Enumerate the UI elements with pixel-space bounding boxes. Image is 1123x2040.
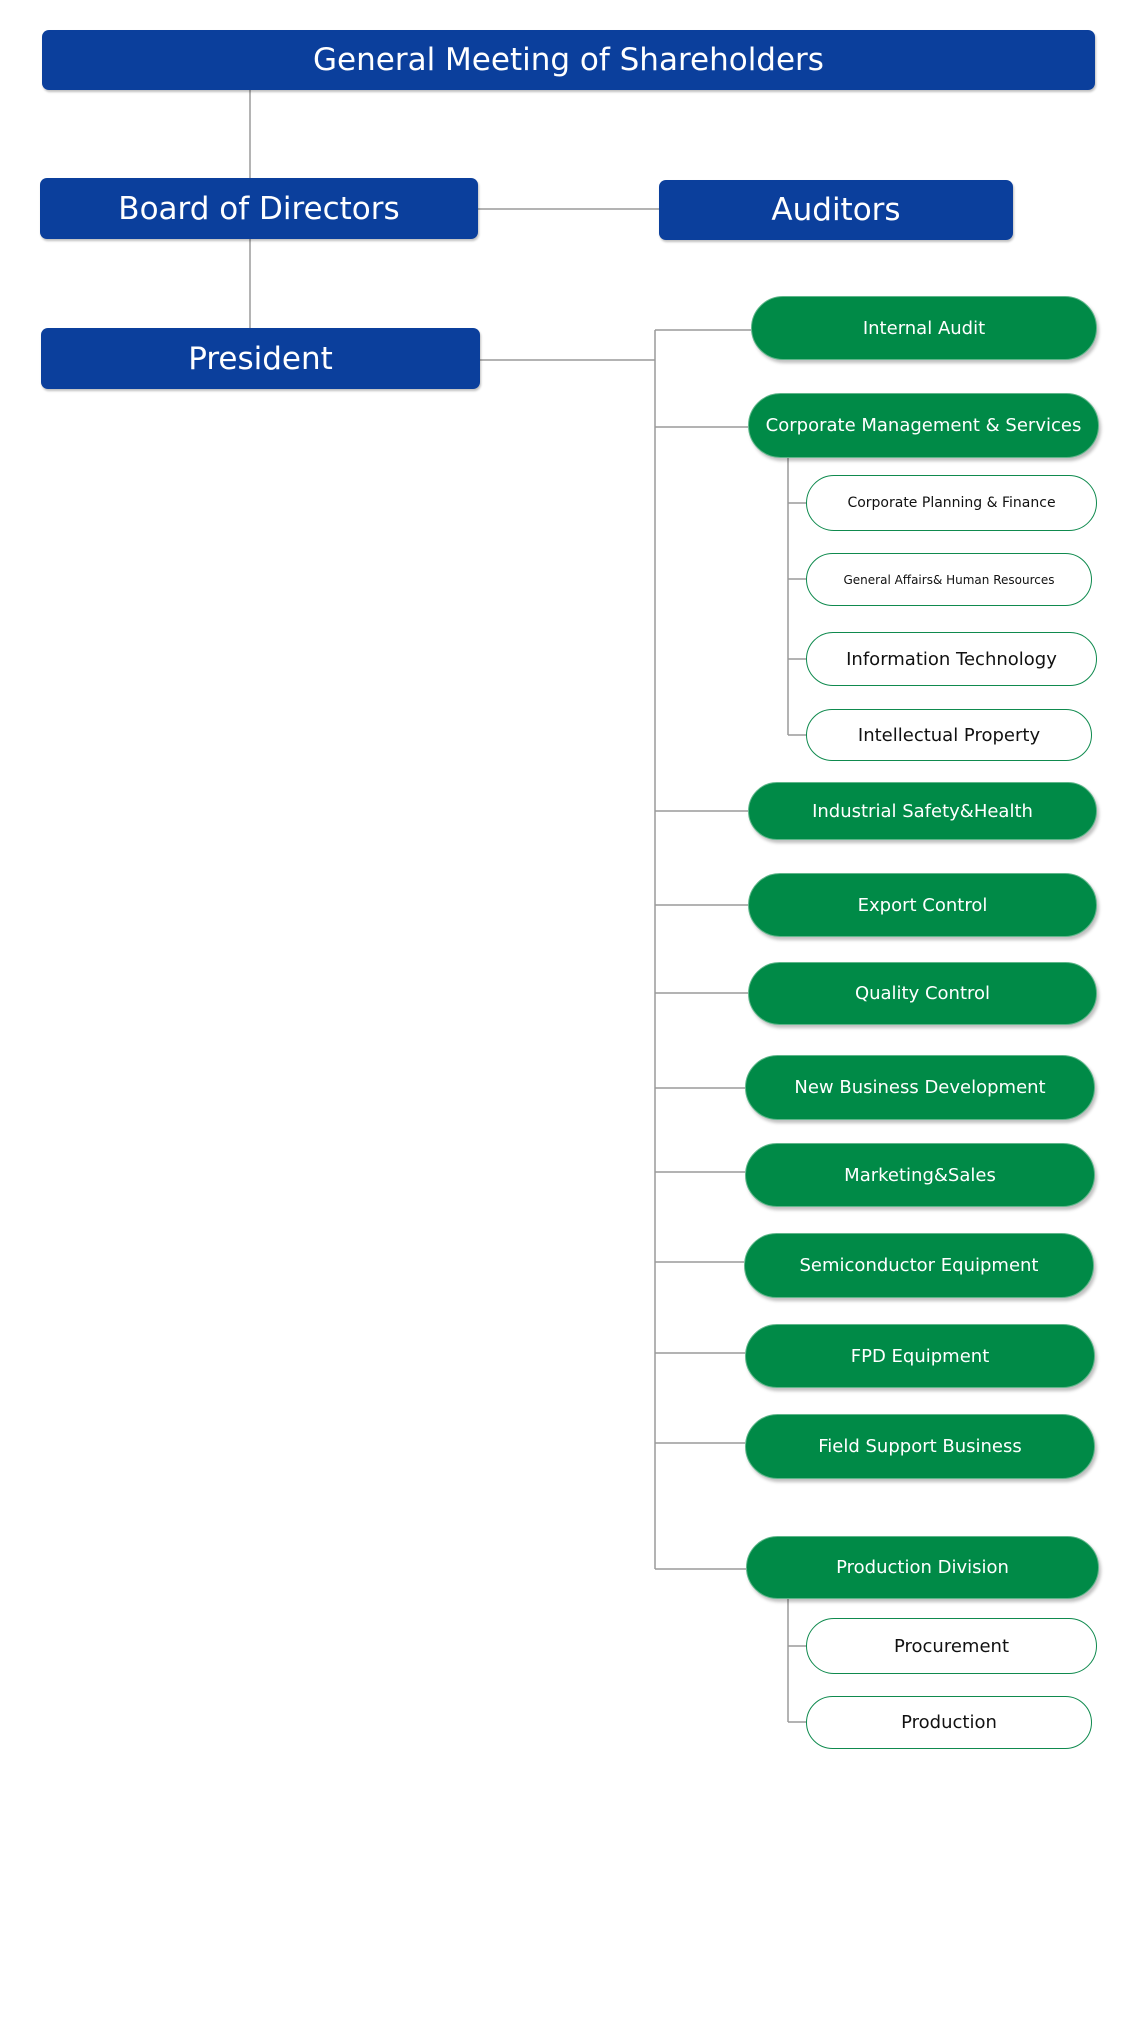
- field-support-business-node: Field Support Business: [745, 1414, 1095, 1479]
- quality-control-node: Quality Control: [748, 962, 1097, 1025]
- information-technology-node: Information Technology: [806, 632, 1097, 686]
- semiconductor-equipment-node: Semiconductor Equipment: [744, 1233, 1094, 1298]
- production-division-node: Production Division: [746, 1536, 1099, 1599]
- export-control-node: Export Control: [748, 873, 1097, 937]
- internal-audit-node: Internal Audit: [751, 296, 1097, 360]
- procurement-node: Procurement: [806, 1618, 1097, 1674]
- new-business-development-node: New Business Development: [745, 1055, 1095, 1120]
- auditors-box: Auditors: [659, 180, 1013, 240]
- general-meeting-of-shareholders-box: General Meeting of Shareholders: [42, 30, 1095, 90]
- board-of-directors-box: Board of Directors: [40, 178, 478, 239]
- industrial-safety-node: Industrial Safety&Health: [748, 782, 1097, 840]
- general-affairs-node: General Affairs& Human Resources: [806, 553, 1092, 606]
- corporate-planning-node: Corporate Planning & Finance: [806, 475, 1097, 531]
- corporate-management-node: Corporate Management & Services: [748, 393, 1099, 458]
- intellectual-property-node: Intellectual Property: [806, 709, 1092, 761]
- marketing-sales-node: Marketing&Sales: [745, 1143, 1095, 1207]
- president-box: President: [41, 328, 480, 389]
- production-node: Production: [806, 1696, 1092, 1749]
- fpd-equipment-node: FPD Equipment: [745, 1324, 1095, 1388]
